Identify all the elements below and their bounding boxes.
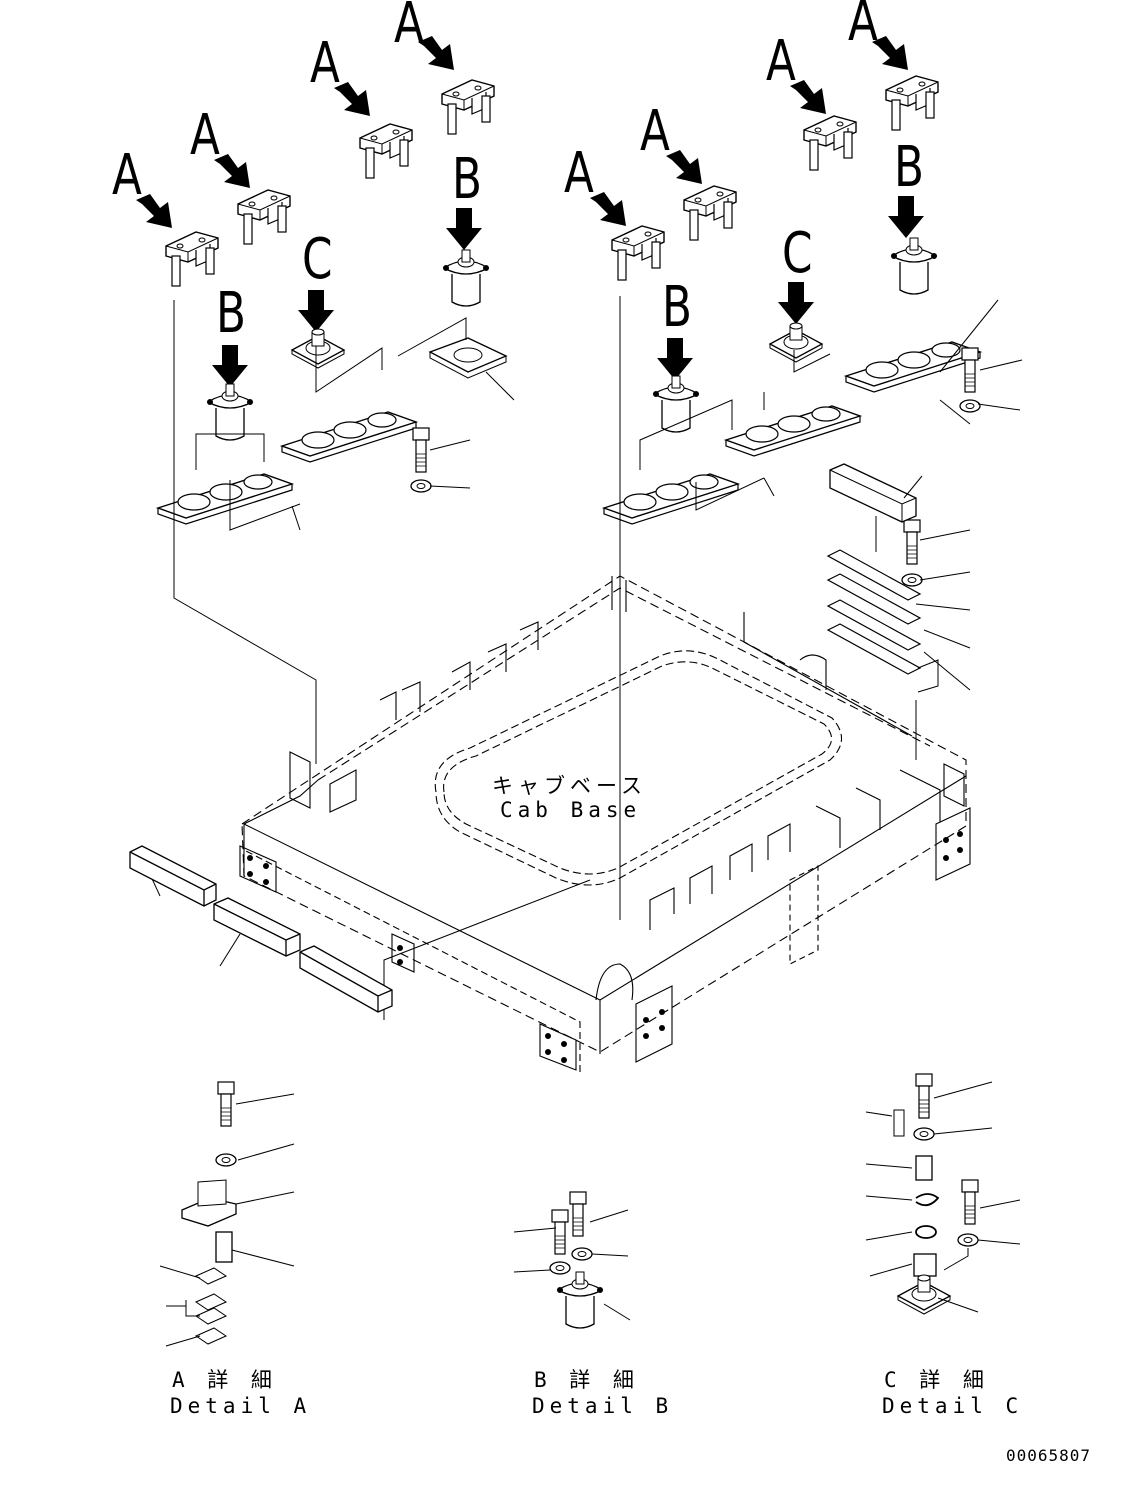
cab-base-label-jp: キャブベース [492,774,647,798]
detail-c-title-en: Detail C [882,1394,1024,1418]
detail-c-title-jp: C 詳 細 [884,1368,989,1392]
detail-a-title-jp: A 詳 細 [172,1368,277,1392]
detail-c-parts [865,1073,1021,1315]
callout-c-2: C [782,221,813,286]
callout-a-4: A [394,0,424,56]
front-rail-parts [129,845,393,1013]
callout-a-8: A [848,0,878,54]
callout-a-5: A [564,141,594,206]
fasteners [410,347,981,587]
callout-b-1: B [216,281,246,346]
callout-a-1: A [112,143,142,208]
cab-base-frame [239,575,971,1072]
leader-lines [147,296,1023,1020]
callout-b-2: B [452,147,482,212]
detail-b-title-en: Detail B [532,1394,674,1418]
callout-a-2: A [190,103,220,168]
callout-a-3: A [310,31,340,96]
callout-b-3: B [662,275,692,340]
callout-b-4: B [894,135,924,200]
mount-plates [157,337,981,525]
detail-a-parts [159,1081,295,1347]
detail-b-title-jp: B 詳 細 [534,1368,639,1392]
callout-c-1: C [302,227,333,292]
detail-a-title-en: Detail A [170,1394,312,1418]
detail-b-parts [513,1191,631,1329]
drawing-number: 00065807 [1006,1446,1092,1465]
shims [826,463,939,693]
callout-a-7: A [766,29,796,94]
cab-base-label-en: Cab Base [500,798,642,822]
callout-a-6: A [640,99,670,164]
frame-holes [247,831,963,1063]
